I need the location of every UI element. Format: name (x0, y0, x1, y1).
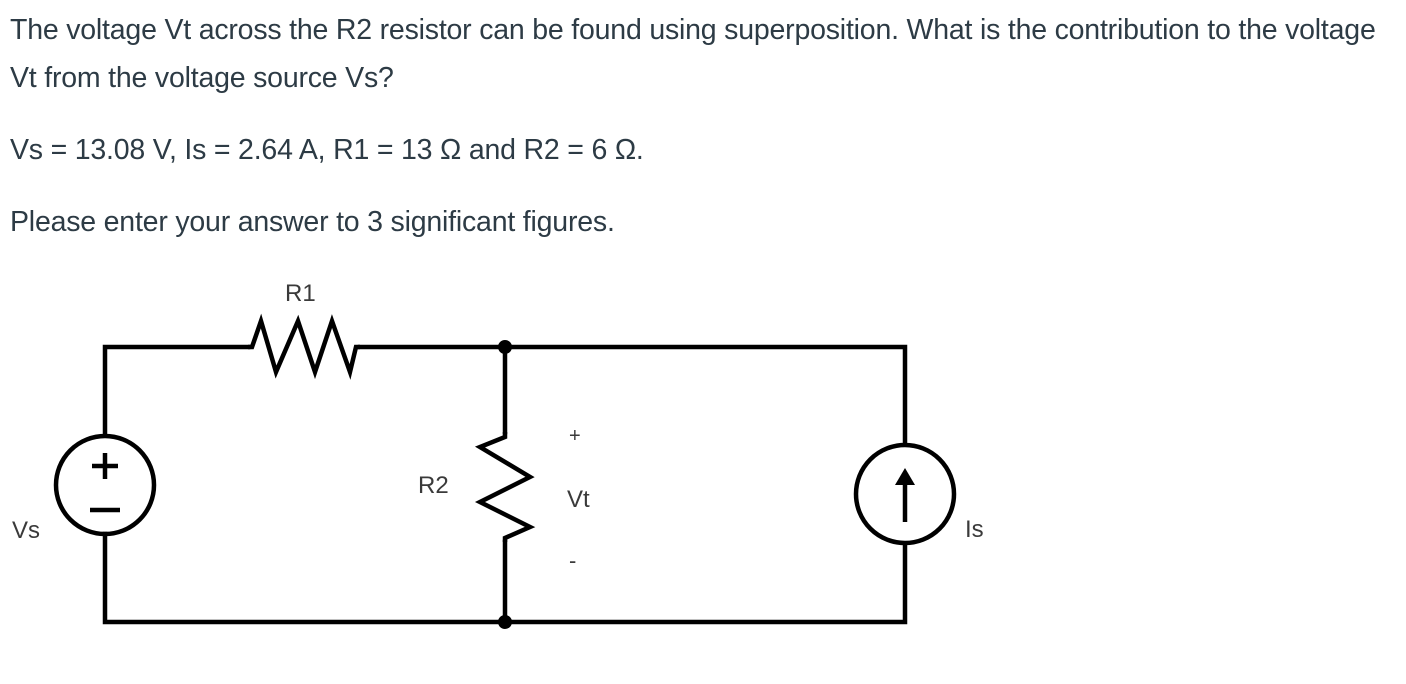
given-values: Vs = 13.08 V, Is = 2.64 A, R1 = 13 Ω and… (10, 134, 644, 166)
wire-top-right (357, 344, 908, 456)
vt-plus-label: + (569, 425, 581, 447)
current-source-icon (853, 442, 957, 546)
resistor-r2-icon (474, 432, 536, 542)
vt-minus-label: - (569, 548, 576, 573)
vt-label: Vt (567, 486, 590, 513)
question-block: The voltage Vt across the R2 resistor ca… (10, 6, 1400, 246)
wire-left-bottom (102, 529, 908, 625)
r2-label: R2 (418, 472, 449, 499)
question-text: The voltage Vt across the R2 resistor ca… (10, 14, 1376, 94)
wire-top-left (102, 344, 251, 480)
resistor-r1-icon (248, 313, 360, 380)
is-label: Is (965, 516, 984, 543)
circuit-diagram: R1 R2 + Vt - Vs (0, 270, 1000, 650)
vs-label: Vs (12, 517, 40, 544)
r1-label: R1 (285, 280, 316, 307)
voltage-source-icon (53, 433, 157, 537)
answer-instruction: Please enter your answer to 3 significan… (10, 206, 615, 238)
